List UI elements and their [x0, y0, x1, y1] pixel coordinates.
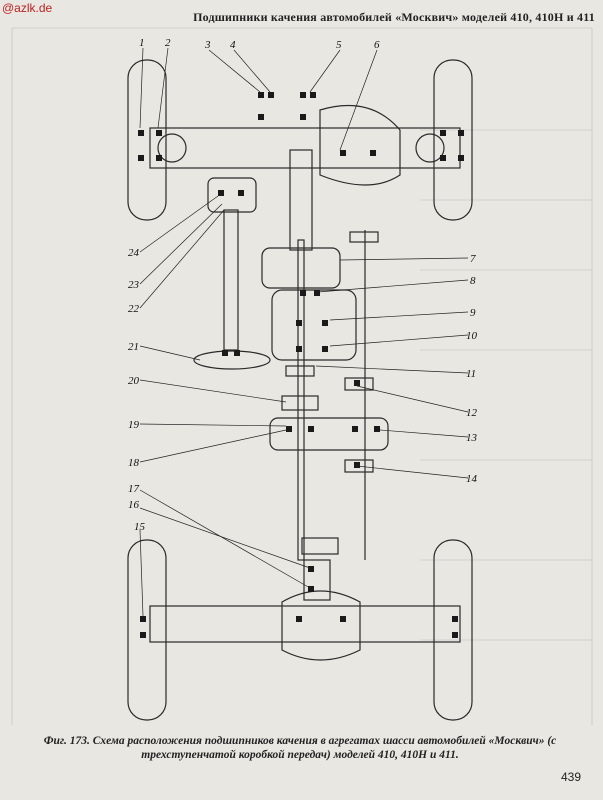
callout-19: 19: [128, 419, 140, 431]
callout-15: 15: [134, 521, 146, 533]
callout-23: 23: [128, 279, 140, 291]
callout-8: 8: [470, 275, 476, 287]
callout-12: 12: [466, 407, 478, 419]
callout-20: 20: [128, 375, 140, 387]
figure-caption: Фиг. 173. Схема расположения подшипников…: [43, 735, 557, 761]
callout-5: 5: [336, 39, 342, 51]
callout-3: 3: [204, 39, 211, 51]
page-header: Подшипники качения автомобилей «Москвич»…: [193, 10, 595, 24]
callout-14: 14: [466, 473, 478, 485]
watermark: @azlk.de: [2, 1, 53, 15]
callout-18: 18: [128, 457, 140, 469]
page-number: 439: [560, 770, 581, 784]
callout-24: 24: [128, 247, 140, 259]
callout-6: 6: [374, 39, 380, 51]
callout-9: 9: [470, 307, 476, 319]
callout-7: 7: [470, 253, 476, 265]
callout-22: 22: [128, 303, 140, 315]
callout-11: 11: [466, 368, 476, 380]
callout-16: 16: [128, 499, 140, 511]
callout-17: 17: [128, 483, 140, 495]
callout-4: 4: [230, 39, 236, 51]
callout-13: 13: [466, 432, 478, 444]
callout-1: 1: [139, 37, 145, 49]
callout-10: 10: [466, 330, 478, 342]
callout-2: 2: [165, 37, 171, 49]
callout-21: 21: [128, 341, 139, 353]
